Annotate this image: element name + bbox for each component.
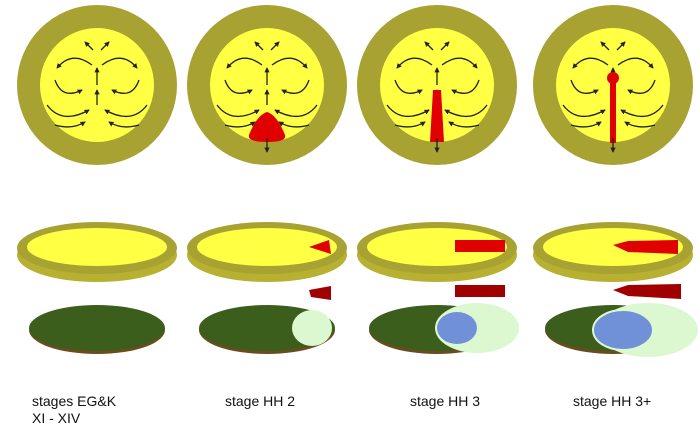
flow-arrow	[100, 41, 110, 51]
stage-label-line: stages EG&K	[32, 393, 117, 409]
flow-arrow	[616, 41, 626, 51]
streak-side-view	[613, 240, 678, 254]
flow-arrow	[271, 57, 308, 69]
flow-arrow	[441, 57, 478, 69]
flow-arrow	[104, 104, 148, 117]
flow-arrow	[444, 104, 488, 117]
streak-3d	[455, 285, 505, 297]
flow-arrow	[270, 41, 280, 51]
flow-arrow	[448, 121, 480, 128]
flow-arrow	[54, 79, 83, 95]
disc-yolk	[197, 228, 337, 266]
flow-arrow	[600, 41, 610, 51]
flow-arrow	[424, 41, 434, 51]
flow-arrow	[386, 104, 430, 117]
flow-arrow	[56, 57, 93, 69]
flow-arrow	[394, 79, 423, 95]
hensens-node	[607, 72, 619, 84]
stage-label-4: stage HH 3+	[573, 393, 652, 409]
stage-label-2: stage HH 2	[225, 393, 296, 409]
stage-label-line: XI - XIV	[32, 410, 81, 426]
primitive-streak	[610, 78, 616, 143]
flow-arrow	[226, 57, 263, 69]
flow-arrow	[54, 121, 86, 128]
flow-arrow	[394, 121, 426, 128]
flow-arrow	[274, 104, 318, 117]
flow-arrow	[224, 121, 256, 128]
stage-label-3: stage HH 3	[410, 393, 481, 409]
hypoblast	[29, 305, 165, 351]
flow-arrow	[108, 121, 140, 128]
flow-arrow	[101, 57, 138, 69]
flow-arrow	[254, 41, 264, 51]
flow-arrow	[396, 57, 433, 69]
flow-arrow	[278, 121, 310, 128]
flow-arrow	[570, 79, 599, 95]
flow-arrow	[562, 104, 606, 117]
flow-arrow	[570, 121, 602, 128]
mesoderm-patch	[437, 312, 477, 344]
streak-3d	[309, 286, 331, 300]
flow-arrow	[627, 79, 656, 95]
mesoderm-patch	[592, 309, 654, 351]
flow-arrow	[216, 104, 260, 117]
disc-yolk	[543, 228, 683, 266]
disc-yolk	[367, 228, 507, 266]
streak-side-view	[309, 240, 331, 254]
flow-arrow	[281, 79, 310, 95]
flow-arrow	[451, 79, 480, 95]
flow-arrow	[620, 104, 664, 117]
flow-arrow	[224, 79, 253, 95]
stage-label-1: stages EG&K XI - XIV	[32, 393, 116, 427]
flow-arrow	[111, 79, 140, 95]
streak-side-view	[455, 240, 505, 252]
flow-arrow	[46, 104, 90, 117]
disc-yolk	[27, 228, 167, 266]
primitive-streak	[430, 90, 444, 142]
endoderm-patch	[292, 310, 332, 346]
primitive-streak	[248, 112, 286, 142]
flow-arrow	[84, 41, 94, 51]
flow-arrow	[572, 57, 609, 69]
streak-3d	[613, 284, 681, 299]
flow-arrow	[440, 41, 450, 51]
flow-arrow	[617, 57, 654, 69]
flow-arrow	[624, 121, 656, 128]
